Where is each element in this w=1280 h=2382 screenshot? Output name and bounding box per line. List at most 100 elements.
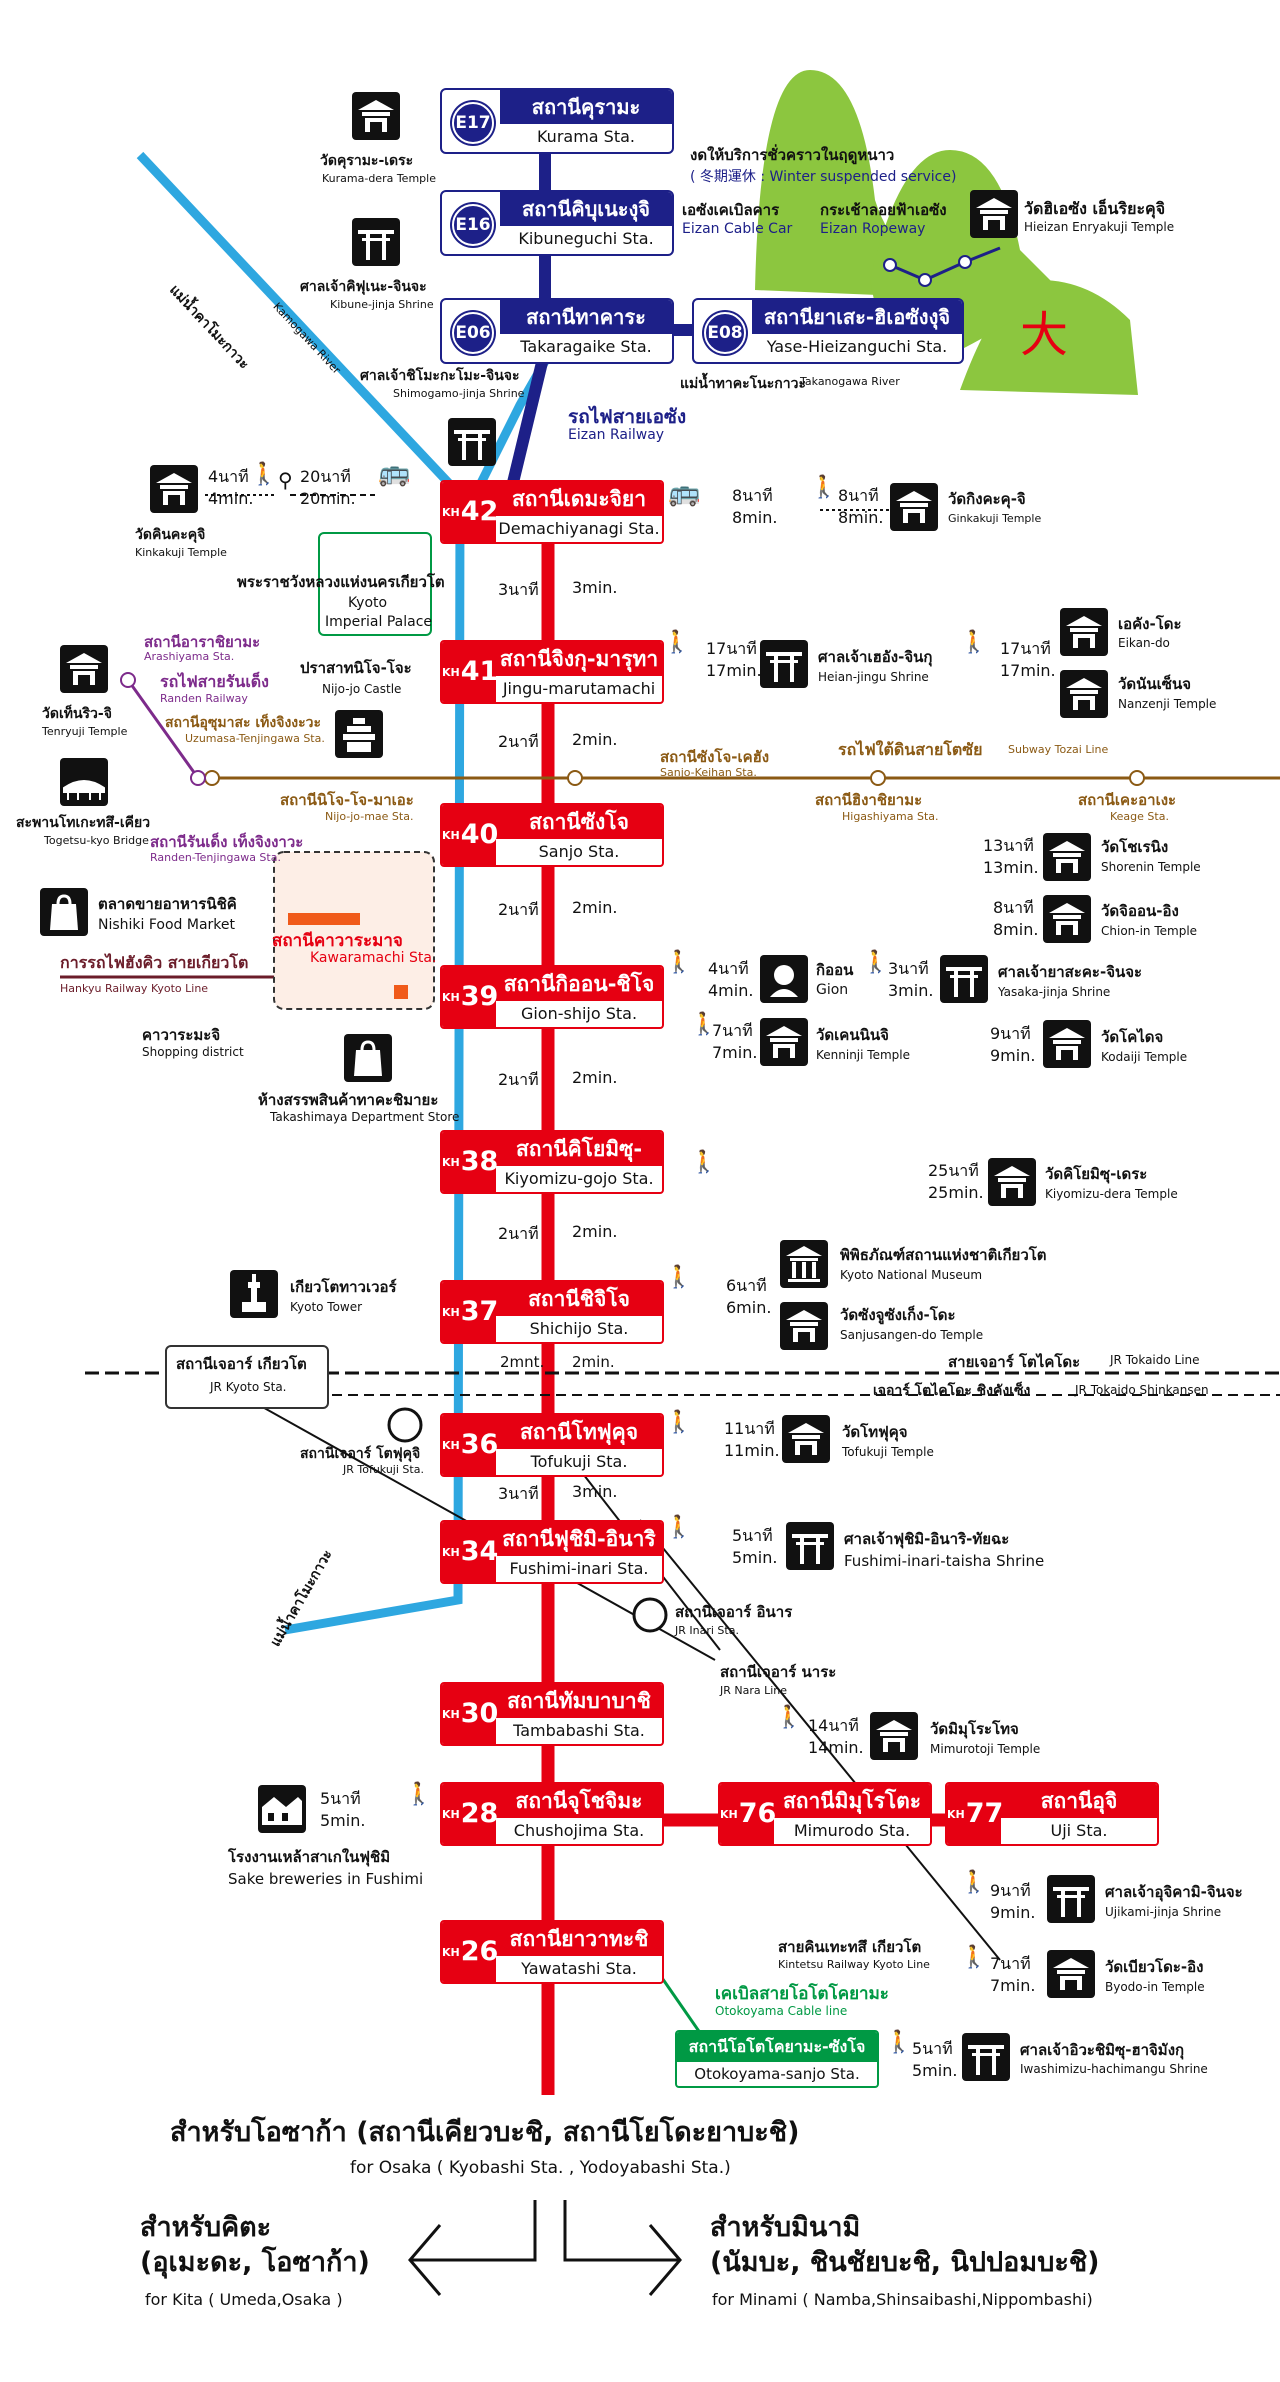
walk-icon: 🚶 (885, 2030, 913, 2055)
nijojomae-label-en: Nijo-jo-mae Sta. (325, 810, 414, 823)
travel-time-en: 2min. (572, 1353, 615, 1371)
minami-direction-label-en: for Minami ( Namba,Shinsaibashi,Nippomba… (712, 2290, 1093, 2309)
station-tofukuji[interactable]: KH36 สถานีโทฟุคุจ Tofukuji Sta. (440, 1413, 664, 1477)
station-uji[interactable]: KH77 สถานีอุจิ Uji Sta. (945, 1782, 1159, 1846)
togetsukyo-label: สะพานโทเกะทสึ-เคียว (16, 815, 151, 831)
kita-direction-label-2: (อุเมะดะ, โอซาก้า) (140, 2247, 370, 2278)
station-demachiyanagi[interactable]: KH42 สถานีเดมะจิยานางิ Demachiyanagi Sta… (440, 480, 664, 544)
station-name-en: Kiyomizu-gojo Sta. (504, 1169, 654, 1188)
station-fushimi-inari[interactable]: KH34 สถานีฟุชิมิ-อินาริ Fushimi-inari St… (440, 1520, 664, 1584)
station-jingu-marutamachi[interactable]: KH41 สถานีจิงกุ-มารุทามาจิ Jingu-marutam… (440, 640, 664, 704)
station-takaragaike[interactable]: E06 สถานีทาคาระงัยเคะ Takaragaike Sta. (440, 298, 674, 364)
nijo-label-en: Nijo-jo Castle (322, 682, 402, 696)
museum-label: พิพิธภัณฑ์สถานแห่งชาติเกียวโต (840, 1246, 1047, 1264)
station-name-en: Tofukuji Sta. (530, 1452, 628, 1471)
jrkyoto-label: สถานีเจอาร์ เกียวโต (176, 1355, 307, 1373)
station-tambabashi[interactable]: KH30 สถานีทัมบาบาชิ Tambabashi Sta. (440, 1682, 664, 1746)
station-kurama[interactable]: E17 สถานีคุรามะ Kurama Sta. (440, 88, 674, 154)
station-otokoyama-sanjo[interactable]: สถานีโอโตโคยามะ-ซังโจ Otokoyama-sanjo St… (675, 2030, 879, 2088)
walk-icon: 🚶 (665, 1515, 693, 1540)
station-sanjo[interactable]: KH40 สถานีซังโจ Sanjo Sta. (440, 803, 664, 867)
station-kibuneguchi[interactable]: E16 สถานีคิบุเนะงุจิ Kibuneguchi Sta. (440, 190, 674, 256)
shopping-bag-icon (344, 1034, 392, 1082)
station-yawatashi[interactable]: KH26 สถานียาวาทะชิ Yawatashi Sta. (440, 1920, 664, 1984)
bus-icon: 🚌 (668, 478, 701, 508)
takashimaya-label: ห้างสรรพสินค้าทาคะชิมายะ (258, 1091, 439, 1109)
jr-kyoto-station[interactable] (165, 1345, 329, 1409)
kawaramachi-area (273, 851, 435, 1010)
station-yase-hieizanguchi[interactable]: E08 สถานียาเสะ-ฮิเอซังงุจิ Yase-Hieizang… (692, 298, 964, 364)
station-name-th: สถานีทัมบาบาชิ (496, 1684, 662, 1718)
nishiki-label: ตลาดขายอาหารนิชิคิ (98, 895, 237, 913)
ginkakuji-label: วัดกิงคะคุ-จิ (948, 490, 1026, 508)
walk-icon: 🚶 (665, 950, 693, 975)
shrine-gate-icon (448, 418, 496, 466)
station-name-en: Chushojima Sta. (513, 1821, 645, 1840)
station-name-th: สถานีทาคาระงัยเคะ (500, 300, 672, 362)
kintetsu-label-en: Kintetsu Railway Kyoto Line (778, 1958, 930, 1971)
station-code: KH42 (442, 482, 498, 542)
station-name-en: Yase-Hieizanguchi Sta. (766, 337, 948, 356)
walk-time-kenninji: 7นาที7min. (712, 1021, 758, 1062)
walk-icon: 🚶 (960, 630, 988, 655)
station-kiyomizu-gojo[interactable]: KH38 สถานีคิโยมิซุ-โกโจ Kiyomizu-gojo St… (440, 1130, 664, 1194)
jrinari-label-en: JR Inari Sta. (675, 1624, 739, 1637)
chionin-label-en: Chion-in Temple (1101, 924, 1198, 938)
tokaido-label: สายเจอาร์ โตไคโดะ (948, 1353, 1081, 1371)
tofukuji-label: วัดโทฟุคุจ (842, 1423, 908, 1441)
station-code: KH39 (442, 967, 498, 1027)
shopping-bag-icon (40, 888, 88, 936)
palace-label: พระราชวังหลวงแห่งนครเกียวโต (237, 573, 445, 591)
station-name-en: Otokoyama-sanjo Sta. (694, 2065, 860, 2083)
inaritaisha-label-en: Fushimi-inari-taisha Shrine (844, 1552, 1045, 1570)
gion-label-en: Gion (816, 982, 849, 998)
walk-time-ginkakuji: 8นาที8min. (838, 486, 884, 527)
gion-label: กิออน (816, 961, 854, 979)
bus-time-kinkakuji: 20นาที20min. (300, 467, 356, 508)
temple-icon (988, 1158, 1036, 1206)
walk-icon: 🚶 (665, 1265, 693, 1290)
uzumasa-label-en: Uzumasa-Tenjingawa Sta. (185, 732, 325, 745)
station-chushojima[interactable]: KH28 สถานีจุโชจิมะ Chushojima Sta. (440, 1782, 664, 1846)
kita-direction-label-en: for Kita ( Umeda,Osaka ) (145, 2290, 343, 2309)
station-name-th: สถานียาวาทะชิ (496, 1922, 662, 1956)
randen-tenjingawa-label: สถานีรันเด็ง เท็งจิงงาวะ (150, 833, 304, 851)
shrine-gate-icon (1047, 1875, 1095, 1923)
mimurotoji-label: วัดมิมุโระโทจ (930, 1720, 1019, 1738)
kinkakuji-label: วัดคินคะคุจิ (135, 527, 206, 543)
walk-time-sake: 5นาที5min. (320, 1789, 366, 1830)
arashiyama-label-en: Arashiyama Sta. (144, 650, 235, 663)
shorenin-label: วัดโชเรนิง (1101, 838, 1169, 856)
temple-icon (970, 190, 1018, 238)
shrine-gate-icon (760, 640, 808, 688)
byodoin-label: วัดเบียวโดะ-อิง (1105, 1958, 1204, 1976)
tozai-label-en: Subway Tozai Line (1008, 743, 1109, 756)
station-name-th: สถานีคิโยมิซุ-โกโจ (496, 1132, 662, 1192)
iwashimizu-label-en: Iwashimizu-hachimangu Shrine (1020, 2062, 1208, 2076)
station-code: KH36 (442, 1415, 498, 1475)
randen-line (126, 679, 200, 779)
tozai-label: รถไฟใต้ดินสายโตซัย (838, 740, 983, 759)
travel-time: 2นาที (498, 900, 539, 919)
station-shichijo[interactable]: KH37 สถานีชิจิโจ Shichijo Sta. (440, 1280, 664, 1344)
walk-time-iwashimizu: 5นาที5min. (912, 2039, 958, 2080)
station-code: KH26 (442, 1922, 498, 1982)
temple-icon (150, 465, 198, 513)
nishiki-label-en: Nishiki Food Market (98, 917, 236, 933)
kamogawa-river (136, 151, 465, 1635)
osaka-direction-label: สำหรับโอซาก้า (สถานีเคียวบะชิ, สถานีโยโด… (170, 2117, 800, 2148)
sake-label: โรงงานเหล้าสาเกในฟุชิมิ (228, 1848, 391, 1866)
station-mimurodo[interactable]: KH76 สถานีมิมุโรโตะ Mimurodo Sta. (718, 1782, 932, 1846)
travel-time-en: 2min. (572, 1222, 618, 1241)
keage-label: สถานีเคะอาเงะ (1078, 791, 1177, 809)
station-gion-shijo[interactable]: KH39 สถานีกิออน-ชิโจ Gion-shijo Sta. (440, 965, 664, 1029)
tower-label-en: Kyoto Tower (290, 1300, 363, 1314)
travel-time: 3นาที (498, 1484, 539, 1503)
station-name-en: Mimurodo Sta. (793, 1821, 911, 1840)
museum-icon (780, 1240, 828, 1288)
palace-label-en1: Kyoto (348, 595, 388, 611)
ujigami-label-en: Ujikami-jinja Shrine (1105, 1905, 1222, 1919)
sake-brewery-icon (258, 1785, 306, 1833)
temple-icon (352, 92, 400, 140)
ropeway-line (889, 246, 1001, 282)
